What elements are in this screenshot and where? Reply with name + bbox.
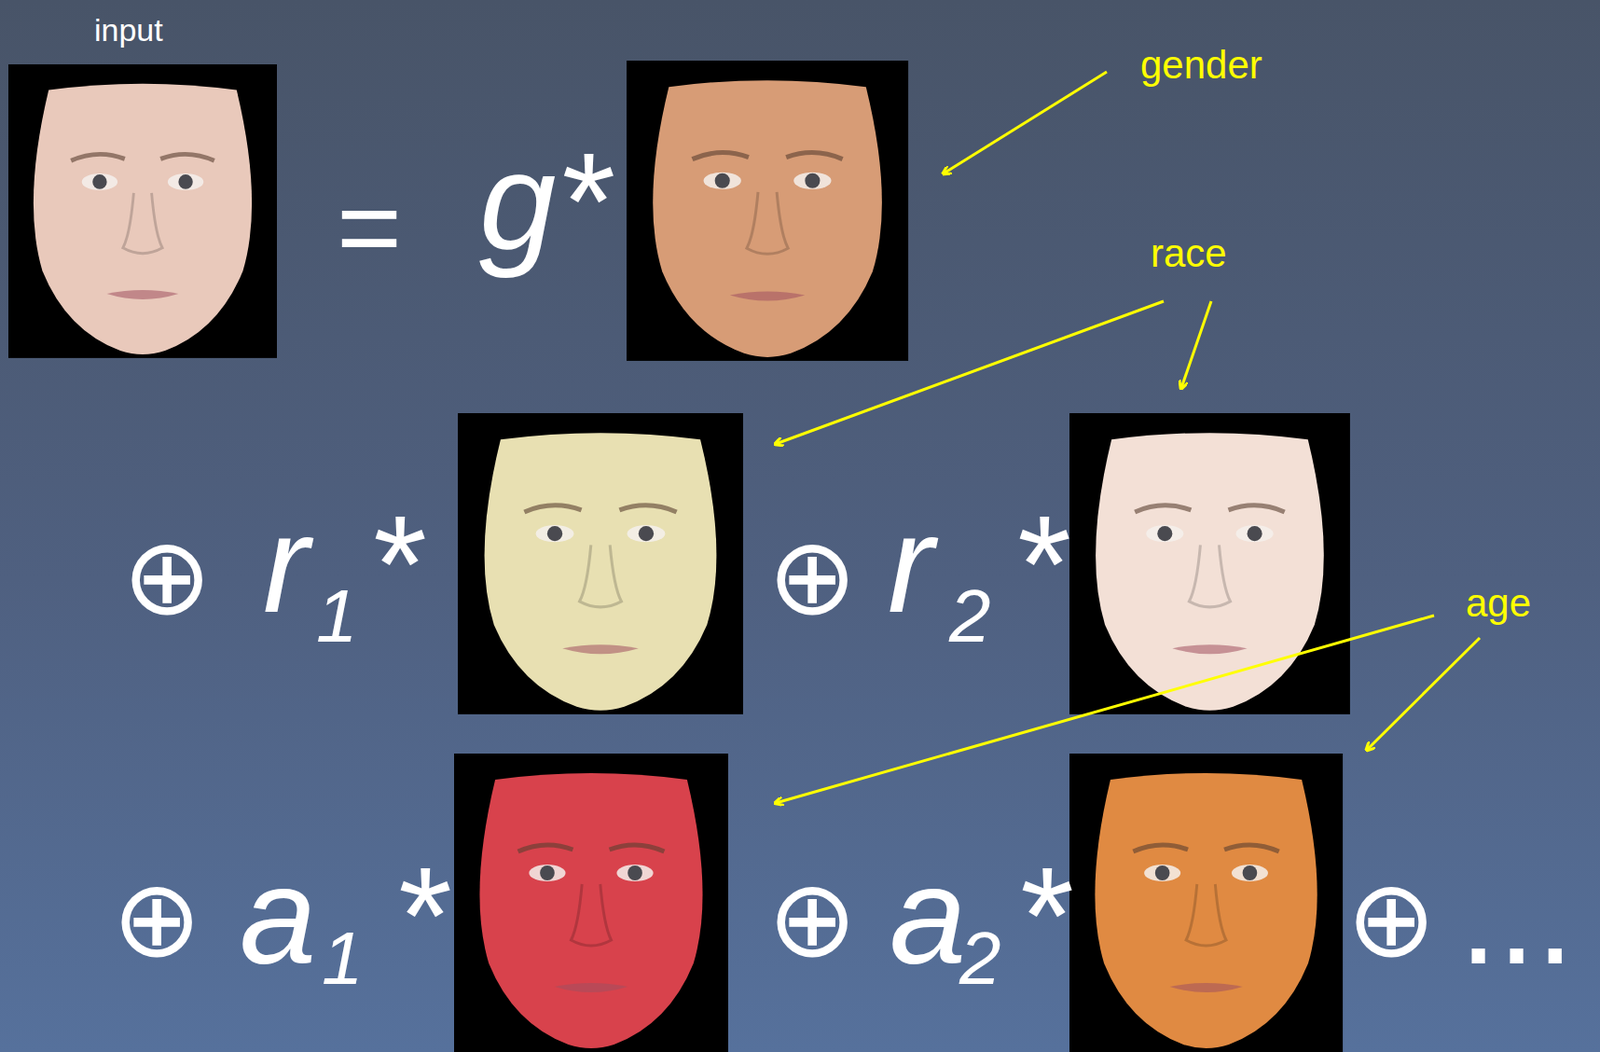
coefficient: a <box>239 846 317 985</box>
coefficient: a <box>889 846 966 985</box>
input-label: input <box>94 13 164 46</box>
coefficient: r <box>887 495 934 634</box>
coefficient: r <box>262 495 309 634</box>
race-label: race <box>1150 234 1228 274</box>
subscript: 2 <box>949 579 992 654</box>
ellipsis: ... <box>1459 846 1574 985</box>
multiply-sign: * <box>367 495 422 634</box>
equals-sign: = <box>336 170 402 283</box>
subscript: 1 <box>321 921 364 996</box>
coefficient: g* <box>479 132 610 271</box>
plus-operator: ⊕ <box>122 523 212 631</box>
subscript: 1 <box>316 579 359 654</box>
plus-operator: ⊕ <box>767 523 857 631</box>
age-label: age <box>1465 583 1532 623</box>
gender-label: gender <box>1140 45 1263 85</box>
plus-operator: ⊕ <box>767 865 857 973</box>
multiply-sign: * <box>392 846 447 985</box>
plus-operator: ⊕ <box>111 865 202 973</box>
multiply-sign: * <box>1011 495 1066 634</box>
plus-operator: ⊕ <box>1346 865 1436 973</box>
multiply-sign: * <box>1014 846 1069 985</box>
subscript: 2 <box>959 921 1002 996</box>
